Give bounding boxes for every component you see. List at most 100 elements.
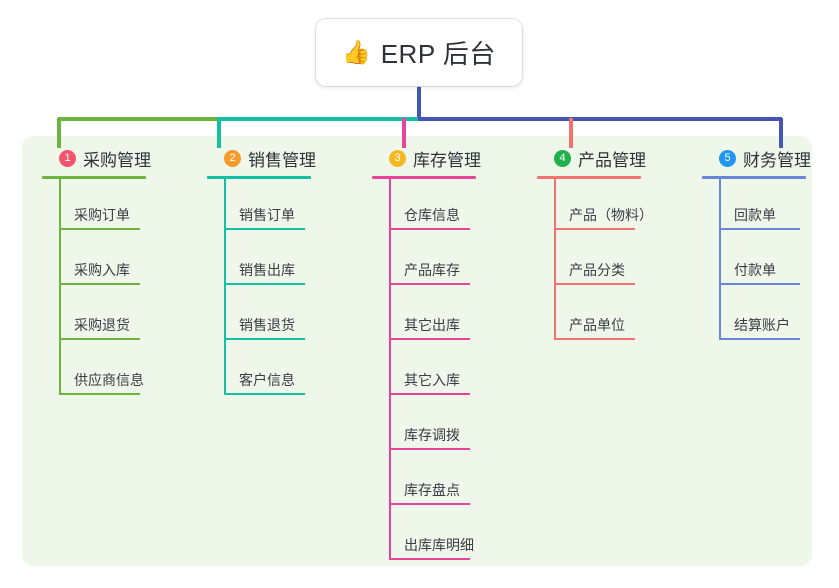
leaf-item[interactable]: 回款单 [702, 179, 811, 234]
column-4: 4 产品管理产品（物料） 产品分类产品单位 [537, 146, 653, 344]
leaf-item-underline [59, 228, 140, 230]
leaf-item-label: 出库库明细 [404, 537, 474, 553]
leaf-item-label: 产品（物料） [569, 207, 653, 223]
leaf-item[interactable]: 采购订单 [42, 179, 151, 234]
leaf-item-label: 客户信息 [239, 372, 295, 388]
root-node-title: ERP 后台 [380, 39, 496, 69]
leaf-item[interactable]: 采购入库 [42, 234, 151, 289]
leaf-item-underline [224, 228, 305, 230]
leaf-item-label: 采购退货 [74, 317, 130, 333]
leaf-item-underline [224, 338, 305, 340]
leaf-item[interactable]: 产品（物料） [537, 179, 653, 234]
leaf-item-underline [389, 338, 470, 340]
leaf-item[interactable]: 付款单 [702, 234, 811, 289]
column-spine [554, 179, 556, 340]
column-underline [42, 176, 146, 179]
column-items: 仓库信息产品库存其它出库其它入库库存调拨库存盘点出库库明细 [372, 179, 481, 564]
leaf-item-underline [59, 338, 140, 340]
leaf-item-underline [224, 283, 305, 285]
leaf-item[interactable]: 其它入库 [372, 344, 481, 399]
column-header-1[interactable]: 1 采购管理 [42, 146, 151, 170]
column-underline [537, 176, 641, 179]
column-title: 销售管理 [248, 150, 316, 170]
column-spine [389, 179, 391, 560]
column-header-3[interactable]: 3 库存管理 [372, 146, 481, 170]
leaf-item-label: 付款单 [734, 262, 776, 278]
leaf-item[interactable]: 采购退货 [42, 289, 151, 344]
leaf-item-underline [389, 393, 470, 395]
leaf-item[interactable]: 出库库明细 [372, 509, 481, 564]
leaf-item-underline [389, 228, 470, 230]
leaf-item-underline [554, 228, 635, 230]
leaf-item[interactable]: 产品分类 [537, 234, 646, 289]
number-badge-icon: 2 [224, 149, 241, 167]
column-2: 2 销售管理销售订单销售出库销售退货客户信息 [207, 146, 316, 399]
leaf-item[interactable]: 结算账户 [702, 289, 811, 344]
leaf-item-label: 销售退货 [239, 317, 295, 333]
leaf-item-label: 产品单位 [569, 317, 625, 333]
leaf-item-underline [389, 448, 470, 450]
leaf-item-underline [224, 393, 305, 395]
column-spine [224, 179, 226, 395]
column-title: 产品管理 [578, 150, 646, 170]
leaf-item-label: 销售订单 [239, 207, 295, 223]
leaf-item-label: 采购入库 [74, 262, 130, 278]
leaf-item-label: 产品库存 [404, 262, 460, 278]
thumbs-up-icon: 👍 [342, 39, 371, 65]
leaf-item-label: 采购订单 [74, 207, 130, 223]
leaf-item-label: 供应商信息 [74, 372, 144, 388]
number-badge-icon: 4 [554, 149, 571, 167]
column-spine [719, 179, 721, 340]
leaf-item[interactable]: 客户信息 [207, 344, 316, 399]
leaf-item-underline [719, 283, 800, 285]
column-5: 5 财务管理回款单付款单结算账户 [702, 146, 811, 344]
number-badge-icon: 1 [59, 149, 76, 167]
leaf-item[interactable]: 供应商信息 [42, 344, 151, 399]
leaf-item[interactable]: 仓库信息 [372, 179, 481, 234]
leaf-item-label: 其它出库 [404, 317, 460, 333]
leaf-item-underline [59, 393, 140, 395]
leaf-item-label: 其它入库 [404, 372, 460, 388]
leaf-item-underline [389, 503, 470, 505]
leaf-item[interactable]: 销售退货 [207, 289, 316, 344]
leaf-item-underline [719, 228, 800, 230]
column-spine [59, 179, 61, 395]
leaf-item-underline [389, 283, 470, 285]
column-underline [702, 176, 806, 179]
column-items: 采购订单采购入库采购退货供应商信息 [42, 179, 151, 399]
leaf-item[interactable]: 销售出库 [207, 234, 316, 289]
leaf-item-label: 库存调拨 [404, 427, 460, 443]
column-items: 回款单付款单结算账户 [702, 179, 811, 344]
column-header-2[interactable]: 2 销售管理 [207, 146, 316, 170]
leaf-item[interactable]: 其它出库 [372, 289, 481, 344]
column-title: 库存管理 [413, 150, 481, 170]
column-header-4[interactable]: 4 产品管理 [537, 146, 646, 170]
leaf-item-label: 结算账户 [734, 317, 790, 333]
leaf-item-label: 回款单 [734, 207, 776, 223]
root-node-content: 👍 ERP 后台 [342, 34, 496, 71]
leaf-item[interactable]: 销售订单 [207, 179, 316, 234]
leaf-item-underline [554, 338, 635, 340]
leaf-item-label: 产品分类 [569, 262, 625, 278]
column-header-5[interactable]: 5 财务管理 [702, 146, 811, 170]
number-badge-icon: 3 [389, 149, 406, 167]
leaf-item[interactable]: 产品库存 [372, 234, 481, 289]
leaf-item-label: 销售出库 [239, 262, 295, 278]
leaf-item[interactable]: 库存调拨 [372, 399, 481, 454]
leaf-item-underline [389, 558, 470, 560]
column-1: 1 采购管理采购订单采购入库采购退货供应商信息 [42, 146, 151, 399]
column-title: 财务管理 [743, 150, 811, 170]
column-3: 3 库存管理仓库信息产品库存其它出库其它入库库存调拨库存盘点出库库明细 [372, 146, 481, 564]
column-title: 采购管理 [83, 150, 151, 170]
column-underline [372, 176, 476, 179]
leaf-item-label: 库存盘点 [404, 482, 460, 498]
leaf-item-underline [554, 283, 635, 285]
root-node-card[interactable]: 👍 ERP 后台 [316, 19, 522, 86]
column-underline [207, 176, 311, 179]
number-badge-icon: 5 [719, 149, 736, 167]
leaf-item[interactable]: 库存盘点 [372, 454, 481, 509]
leaf-item-underline [719, 338, 800, 340]
leaf-item-underline [59, 283, 140, 285]
leaf-item[interactable]: 产品单位 [537, 289, 646, 344]
column-items: 产品（物料） 产品分类产品单位 [537, 179, 653, 344]
